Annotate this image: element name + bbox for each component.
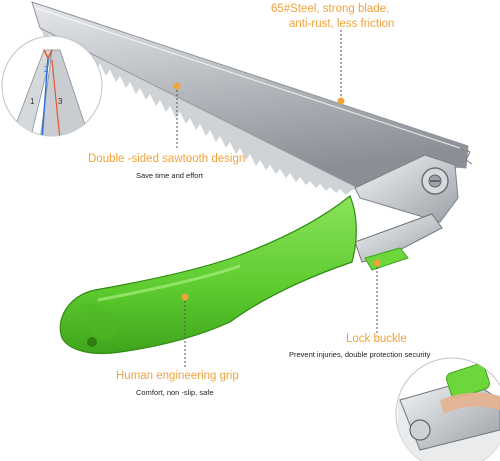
lanyard-hole <box>87 337 97 347</box>
lock-detail-inset <box>395 357 500 461</box>
lock-feature-subtitle: Prevent injuries, double protection secu… <box>289 350 431 359</box>
steel-feature-title-line2: anti-rust, less friction <box>289 18 395 30</box>
steel-feature-title: 65#Steel, strong blade, <box>271 3 390 15</box>
tooth-detail-inset <box>1 35 103 137</box>
pivot-mechanism <box>354 154 459 223</box>
sawtooth-feature-title: Double -sided sawtooth design <box>88 153 246 165</box>
saw-blade <box>31 1 473 195</box>
inset-marker-3: 3 <box>58 97 63 106</box>
callouts <box>173 30 381 368</box>
grip-feature-title: Human engineering grip <box>116 370 239 382</box>
inset-marker-2: 2 <box>44 65 49 74</box>
saw-teeth <box>40 28 360 195</box>
lock-buckle <box>354 213 443 271</box>
inset-marker-1: 1 <box>30 97 35 106</box>
green-handle <box>59 195 357 355</box>
grip-feature-subtitle: Comfort, non -slip, safe <box>136 388 214 397</box>
sawtooth-feature-subtitle: Save time and effort <box>136 171 203 180</box>
lock-feature-title: Lock buckle <box>346 333 407 345</box>
